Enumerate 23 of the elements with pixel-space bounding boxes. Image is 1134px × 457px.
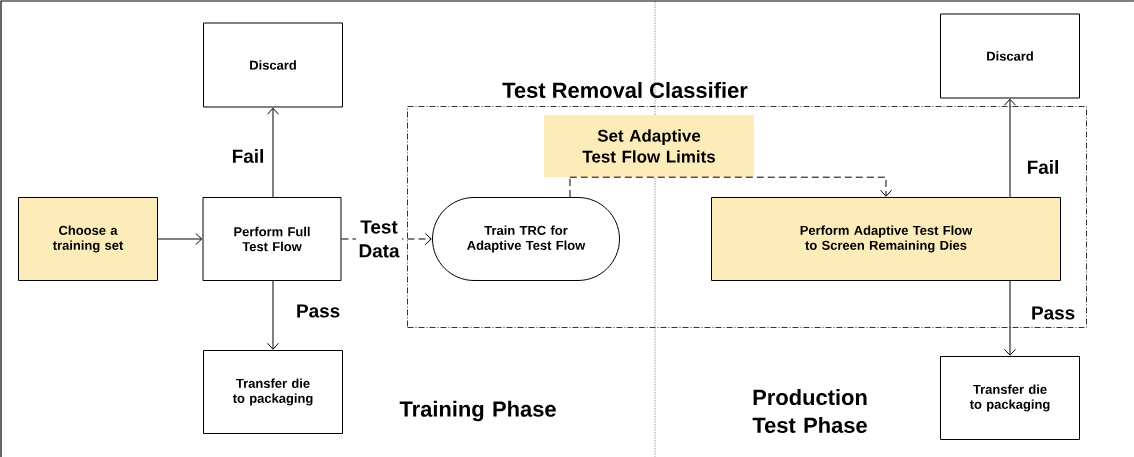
edge-label: Test Data [356, 219, 402, 259]
edge-label: Pass [295, 303, 341, 319]
process-box: Perform Adaptive Test Flow to Screen Remaining Dies [711, 197, 1061, 281]
arrow [1004, 280, 1016, 356]
phase-label: Training Phase [399, 400, 556, 422]
process-box: Transfer die to packaging [203, 350, 343, 434]
process-box: Transfer die to packaging [940, 356, 1080, 440]
process-box: Discard [940, 13, 1080, 99]
arrow [267, 280, 279, 350]
process-terminal: Train TRC for Adaptive Test Flow [432, 197, 620, 281]
process-box: Discard [203, 22, 343, 108]
edge-label: Pass [1030, 305, 1076, 321]
phase-label: Production Test Phase [752, 389, 867, 433]
arrow [1004, 98, 1016, 198]
arrow [157, 233, 203, 245]
arrow [569, 176, 892, 197]
arrow [267, 107, 279, 198]
edge-label: Fail [225, 148, 271, 164]
node-label: Test Removal Classifier [502, 81, 748, 99]
limits-band: Set Adaptive Test Flow Limits [544, 115, 754, 177]
edge-label: Fail [1020, 159, 1066, 175]
process-box: Choose a training set [18, 197, 158, 281]
process-box: Perform Full Test Flow [202, 197, 342, 281]
